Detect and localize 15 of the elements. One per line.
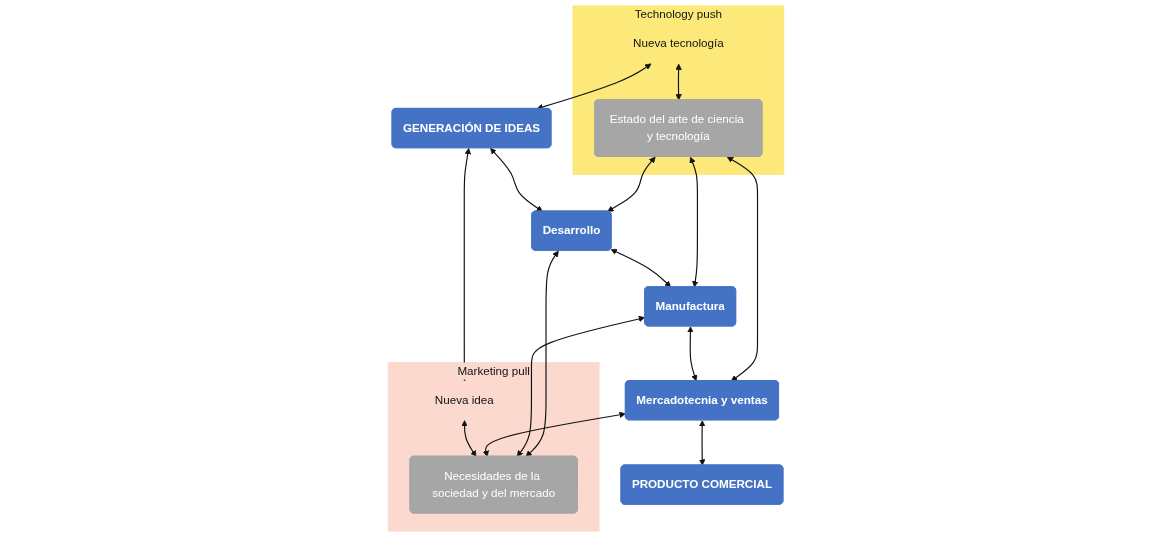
node-text: Nueva tecnología xyxy=(633,37,724,50)
arrow xyxy=(490,148,543,212)
arrow xyxy=(675,63,682,101)
arrow xyxy=(726,156,759,382)
arrow xyxy=(689,156,699,288)
arrow xyxy=(516,315,645,457)
node-text: Nueva idea xyxy=(434,393,494,407)
arrow xyxy=(607,156,656,212)
arrow xyxy=(461,420,477,457)
arrow xyxy=(610,248,671,288)
arrow xyxy=(687,326,698,382)
arrow xyxy=(482,411,626,457)
arrow xyxy=(461,148,471,382)
arrow xyxy=(525,250,559,457)
arrow xyxy=(699,420,706,466)
